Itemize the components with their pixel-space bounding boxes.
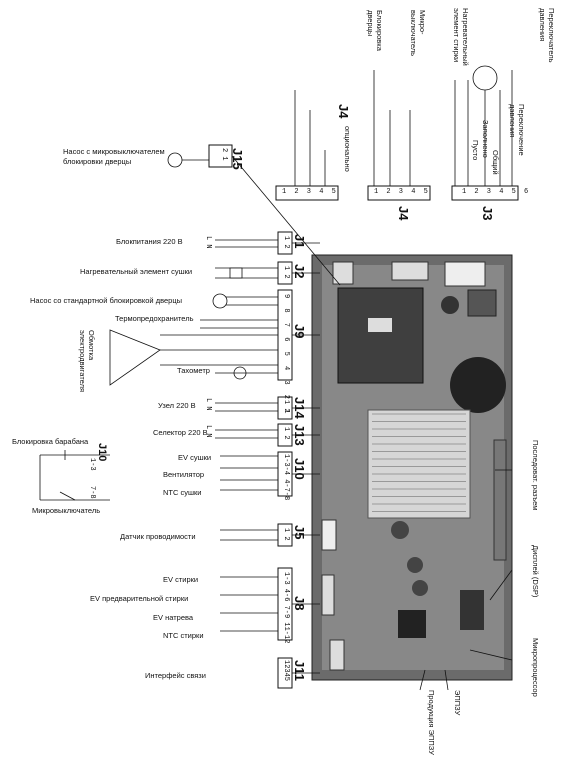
- j10-side-pins: 1-3: [88, 458, 96, 471]
- label-conductivity: Датчик проводимости: [120, 532, 196, 541]
- relay: [467, 289, 497, 317]
- label-drum-lock: Блокировка барабана: [12, 437, 89, 446]
- label-pressure-switch: Переключатель давления: [538, 8, 556, 63]
- j2-pins: 1 2: [282, 266, 290, 279]
- j1-lines: L N: [204, 236, 212, 249]
- j4-label: J4: [396, 206, 411, 221]
- j1-pins: 1 2: [282, 236, 290, 249]
- j9-pins: 9 8 7 6 5 4 3 2 1: [282, 294, 290, 417]
- label-pressure-switching: Переключение давления: [508, 104, 526, 156]
- label-ev-heat: EV натрева: [153, 613, 194, 622]
- j4b-pins: 1 2 3 4 5: [282, 188, 338, 196]
- j13-label: J13: [292, 424, 307, 446]
- label-serial: Последоват. разъем: [531, 440, 540, 511]
- label-thermal-fuse: Термопредохранитель: [115, 314, 194, 323]
- j11-pins: 12345: [282, 660, 290, 682]
- j14-lines: L N: [204, 398, 212, 411]
- label-micro-switch: Микро-выключатель: [409, 10, 427, 57]
- label-dry-heater: Нагревательный элемент сушки: [80, 267, 193, 276]
- j10-left-label: J10: [96, 443, 108, 462]
- label-tacho: Тахометр: [177, 366, 210, 375]
- label-empty: Пусто: [471, 140, 480, 161]
- label-eeprom: ЭППЗУ: [453, 690, 462, 716]
- j4b-box: [275, 185, 339, 201]
- j10-label: J10: [292, 458, 307, 480]
- pcb-connector-right: [493, 439, 507, 561]
- label-heater: Нагревательный элемент стирки: [452, 8, 470, 66]
- j14-pins: 1 2: [282, 400, 290, 413]
- label-pump-with-switch-2: блокировки дверцы: [63, 157, 132, 166]
- j1-label: J1: [292, 234, 307, 249]
- label-optional: опционально: [343, 126, 352, 172]
- label-comm: Интерфейс связи: [145, 671, 206, 680]
- label-eeprom-prod: Продукция ЭППЗУ: [427, 690, 436, 755]
- pcb-connector-top2: [391, 261, 429, 281]
- j10-pins: 1-3-4 4-7-8: [282, 454, 290, 501]
- label-ntc-wash: NTC стирки: [163, 631, 204, 640]
- label-mcu: Микропроцессор: [531, 638, 540, 697]
- j14-label: J14: [292, 397, 307, 419]
- label-full: Заполнено: [481, 120, 490, 158]
- pcb-connector-left2: [321, 574, 335, 616]
- j9-label: J9: [292, 324, 307, 339]
- label-microswitch: Микровыключатель: [32, 506, 101, 515]
- round-component: [450, 357, 506, 413]
- j3-label: J3: [480, 206, 495, 221]
- label-node: Узел 220 В: [158, 401, 196, 410]
- label-ntc-dry: NTC сушки: [163, 488, 202, 497]
- capacitor-b: [407, 557, 423, 573]
- j5-pins: 1 2: [282, 528, 290, 541]
- j3-pins: 1 2 3 4 5 6: [462, 188, 531, 196]
- j2-label: J2: [292, 264, 307, 279]
- label-power: Блокпитания 220 В: [116, 237, 183, 246]
- j8-pins: 1-3 4-6 7-9 11-12: [282, 572, 290, 644]
- label-pump-std: Насос со стандартной блокировкой дверцы: [30, 296, 183, 305]
- label-pump-with-switch: Насос с микровыключателем: [63, 147, 165, 156]
- label-common: Общий: [491, 150, 500, 175]
- j8-label: J8: [292, 596, 307, 611]
- pcb-connector-top: [444, 261, 486, 287]
- j13-pins: 1 2: [282, 427, 290, 440]
- label-fan: Вентилятор: [163, 470, 205, 479]
- label-ev-prewash: EV предварительной стирки: [90, 594, 189, 603]
- j4-top-label: J4: [336, 104, 351, 119]
- j4-pins: 1 2 3 4 5: [374, 188, 430, 196]
- label-selector: Селектор 220 В: [153, 428, 208, 437]
- heatsink: [367, 409, 471, 519]
- label-winding: Обмотка электродвигателя: [78, 330, 96, 393]
- capacitor-small: [441, 296, 459, 314]
- dsp-chip: [460, 590, 484, 630]
- label-display: Дисплей (DSP): [531, 545, 540, 598]
- capacitor-c: [412, 580, 428, 596]
- capacitor-a: [391, 521, 409, 539]
- j10-side-pins-2: 7-8: [88, 486, 96, 499]
- j15-pins: 2 1: [220, 148, 228, 161]
- j5-label: J5: [292, 525, 307, 540]
- pcb-connector-left: [321, 519, 337, 551]
- j15-label: J15: [230, 148, 245, 170]
- pcb-connector-bottom: [329, 639, 345, 671]
- transformer: [337, 287, 424, 384]
- label-door-lock: Блокировка дверцы: [366, 10, 384, 51]
- transformer-label: [368, 318, 392, 332]
- microcontroller-chip: [398, 610, 426, 638]
- label-ev-wash: EV стирки: [163, 575, 199, 584]
- j4-box: [367, 185, 431, 201]
- pcb-connector-top3: [332, 261, 354, 285]
- label-ev-dry: EV сушки: [178, 453, 212, 462]
- j11-label: J11: [292, 660, 307, 681]
